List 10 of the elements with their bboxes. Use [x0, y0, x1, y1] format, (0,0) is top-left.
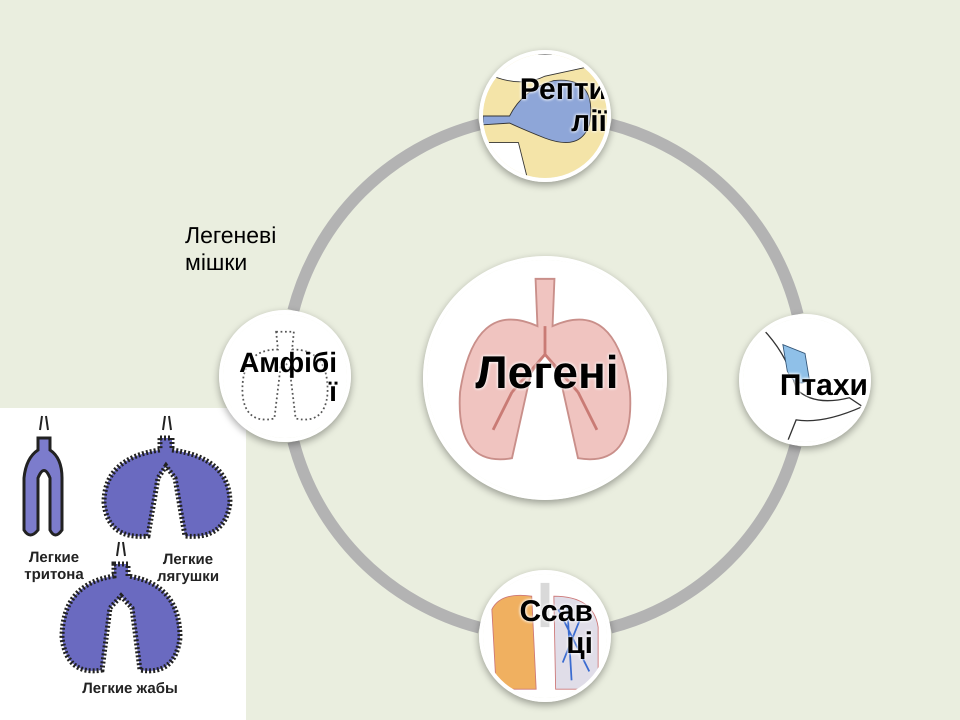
- ring-segment: [608, 118, 804, 316]
- annotation-text: Легеневі мішки: [185, 222, 278, 276]
- node-label: Амфібії: [238, 348, 337, 407]
- ring-segment: [288, 440, 482, 634]
- caption-text: Легкие жабы: [81, 680, 179, 697]
- node-label: Легені: [474, 348, 620, 396]
- caption-text: Легкие тритона: [23, 549, 85, 583]
- caption-text: Легкие лягушки: [156, 551, 220, 585]
- ring-segment: [608, 443, 802, 634]
- ring-segment: [288, 118, 482, 312]
